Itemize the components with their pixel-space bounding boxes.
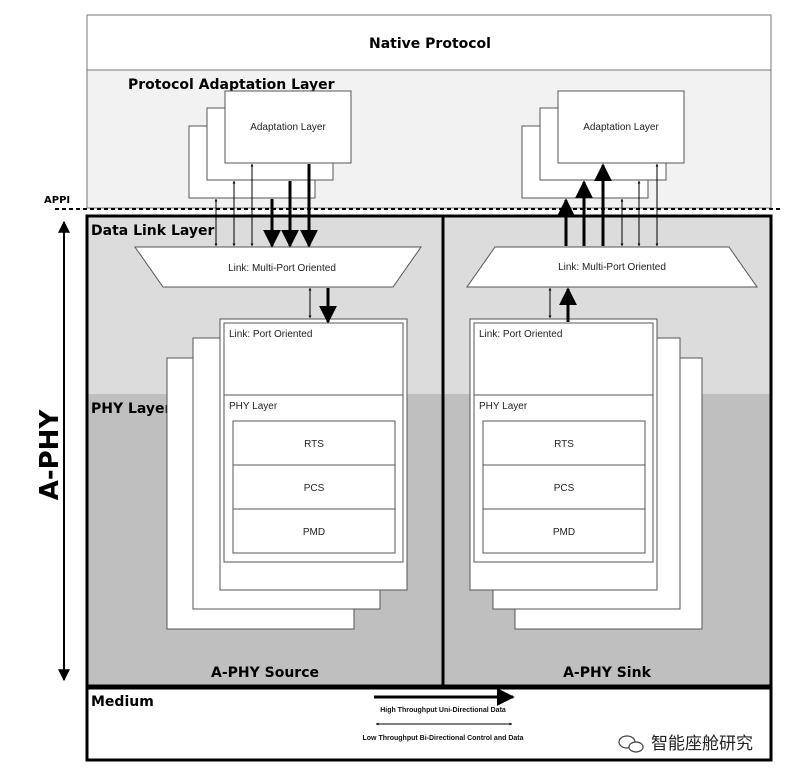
- sink-rts-box: [482, 420, 646, 466]
- source-pcs-label: PCS: [304, 483, 325, 494]
- sink-pmd-label: PMD: [553, 527, 575, 538]
- sink-pmd-box: [482, 508, 646, 554]
- sink-link-multi-port-box: [466, 246, 758, 288]
- source-rts-box: [232, 420, 396, 466]
- source-upper-arrows: [214, 163, 318, 248]
- sink-adaptation-label: Adaptation Layer: [583, 122, 659, 133]
- sink-link-port-box: [473, 322, 654, 396]
- sink-lower-arrows: [548, 287, 577, 322]
- sink-adaptation-stack: [521, 90, 685, 199]
- appi-label: APPI: [44, 195, 70, 206]
- source-link-multi-port-label: Link: Multi-Port Oriented: [228, 263, 336, 274]
- sink-phy-layer-label: PHY Layer: [479, 401, 528, 412]
- sink-link-port-label: Link: Port Oriented: [479, 329, 562, 340]
- source-link-multi-port-box: [134, 246, 422, 288]
- source-rts-label: RTS: [304, 439, 324, 450]
- sink-link-multi-port-label: Link: Multi-Port Oriented: [558, 262, 666, 273]
- watermark-text: 智能座舱研究: [651, 734, 753, 754]
- source-label: A-PHY Source: [211, 665, 319, 681]
- high-throughput-label: High Throughput Uni-Directional Data: [380, 707, 506, 714]
- sink-pcs-label: PCS: [554, 483, 575, 494]
- native-protocol-band: [86, 14, 772, 71]
- wechat-icon: [618, 735, 644, 753]
- a-phy-vertical-label: A-PHY: [35, 409, 65, 501]
- protocol-adaptation-label: Protocol Adaptation Layer: [128, 77, 335, 93]
- sink-rts-label: RTS: [554, 439, 574, 450]
- medium-label: Medium: [91, 694, 154, 710]
- source-pmd-box: [232, 508, 396, 554]
- source-adaptation-label: Adaptation Layer: [250, 122, 326, 133]
- low-throughput-label: Low Throughput Bi-Directional Control an…: [363, 735, 524, 742]
- native-protocol-label: Native Protocol: [369, 36, 491, 52]
- source-phy-layer-label: PHY Layer: [229, 401, 278, 412]
- sink-upper-arrows: [557, 163, 659, 247]
- source-lower-arrows: [308, 287, 337, 324]
- phy-layer-label: PHY Layer: [91, 401, 172, 417]
- source-pcs-box: [232, 464, 396, 510]
- source-link-port-box: [223, 322, 404, 396]
- data-link-layer-label: Data Link Layer: [91, 223, 215, 239]
- sink-label: A-PHY Sink: [563, 665, 651, 681]
- source-link-port-label: Link: Port Oriented: [229, 329, 312, 340]
- source-pmd-label: PMD: [303, 527, 325, 538]
- sink-pcs-box: [482, 464, 646, 510]
- a-phy-frame: [85, 214, 773, 688]
